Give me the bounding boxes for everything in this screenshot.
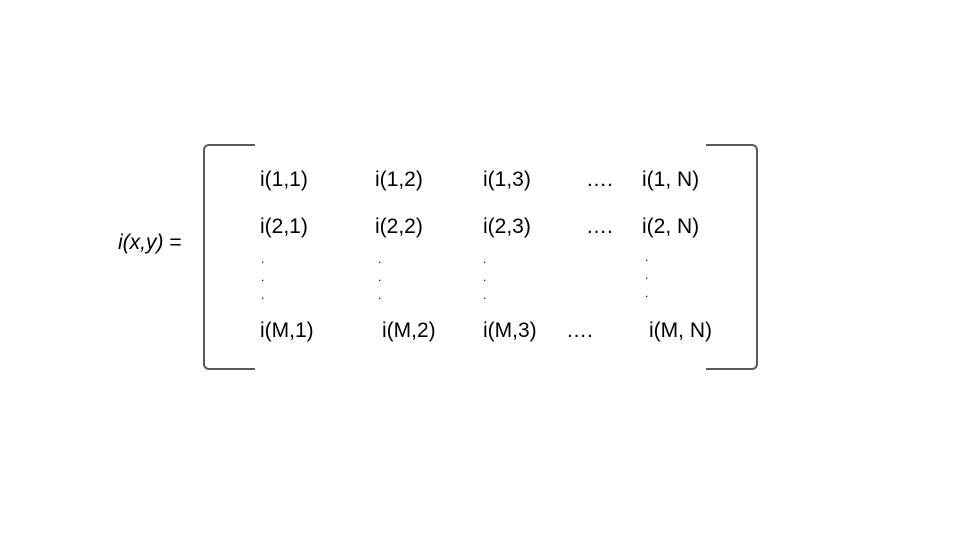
matrix-cell-2-1: i(2,1) (260, 215, 308, 238)
matrix-cell-1-3: i(1,3) (483, 168, 531, 191)
matrix-cell-m-n: i(M, N) (649, 319, 712, 342)
matrix-cell-2-2: i(2,2) (375, 215, 423, 238)
equals-sign: = (169, 231, 182, 254)
matrix-definition-lhs: i(x,y) = (118, 231, 182, 255)
matrix-cell-m-1: i(M,1) (260, 319, 314, 342)
vertical-ellipsis-col-1: ... (261, 252, 265, 302)
matrix-cell-1-1: i(1,1) (260, 168, 308, 191)
right-bracket (706, 144, 758, 370)
matrix-cell-2-n: i(2, N) (642, 215, 700, 238)
vertical-ellipsis-col-3: ... (483, 252, 487, 302)
matrix-ellipsis-row-2: …. (586, 215, 613, 238)
matrix-cell-2-3: i(2,3) (483, 215, 531, 238)
matrix-ellipsis-row-1: …. (586, 168, 613, 191)
vertical-ellipsis-col-2: ... (378, 252, 382, 302)
function-label: i(x,y) (118, 231, 164, 254)
matrix-ellipsis-row-m: …. (566, 319, 593, 342)
matrix-cell-1-n: i(1, N) (642, 168, 700, 191)
matrix-cell-m-3: i(M,3) (483, 319, 537, 342)
matrix-cell-1-2: i(1,2) (375, 168, 423, 191)
left-bracket (203, 144, 255, 370)
vertical-ellipsis-col-n: ... (645, 250, 649, 300)
matrix-cell-m-2: i(M,2) (382, 319, 436, 342)
